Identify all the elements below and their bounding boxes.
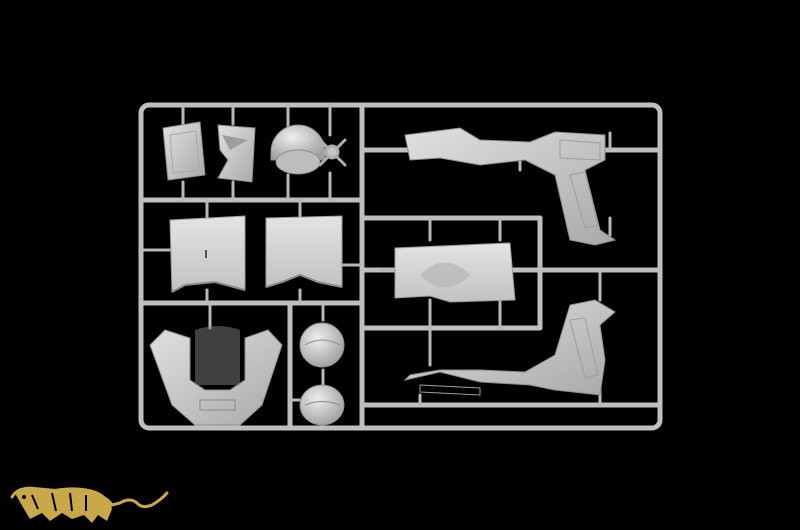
box-panel-left xyxy=(169,215,246,293)
side-panel-lower xyxy=(403,299,616,396)
sprue-gates xyxy=(139,103,612,407)
box-panel-right xyxy=(265,215,343,288)
dome-part xyxy=(270,124,326,175)
small-lever-part xyxy=(318,138,347,167)
helmet-part-upper xyxy=(299,322,345,368)
floor-panel xyxy=(394,242,516,303)
sprue-frame xyxy=(138,102,663,431)
seat-back-part xyxy=(162,121,206,181)
tiger-logo-icon xyxy=(10,486,169,523)
bracket-part xyxy=(217,124,256,183)
side-panel-upper xyxy=(404,127,617,246)
helmet-part-lower xyxy=(299,384,345,426)
tub-part xyxy=(149,326,283,426)
